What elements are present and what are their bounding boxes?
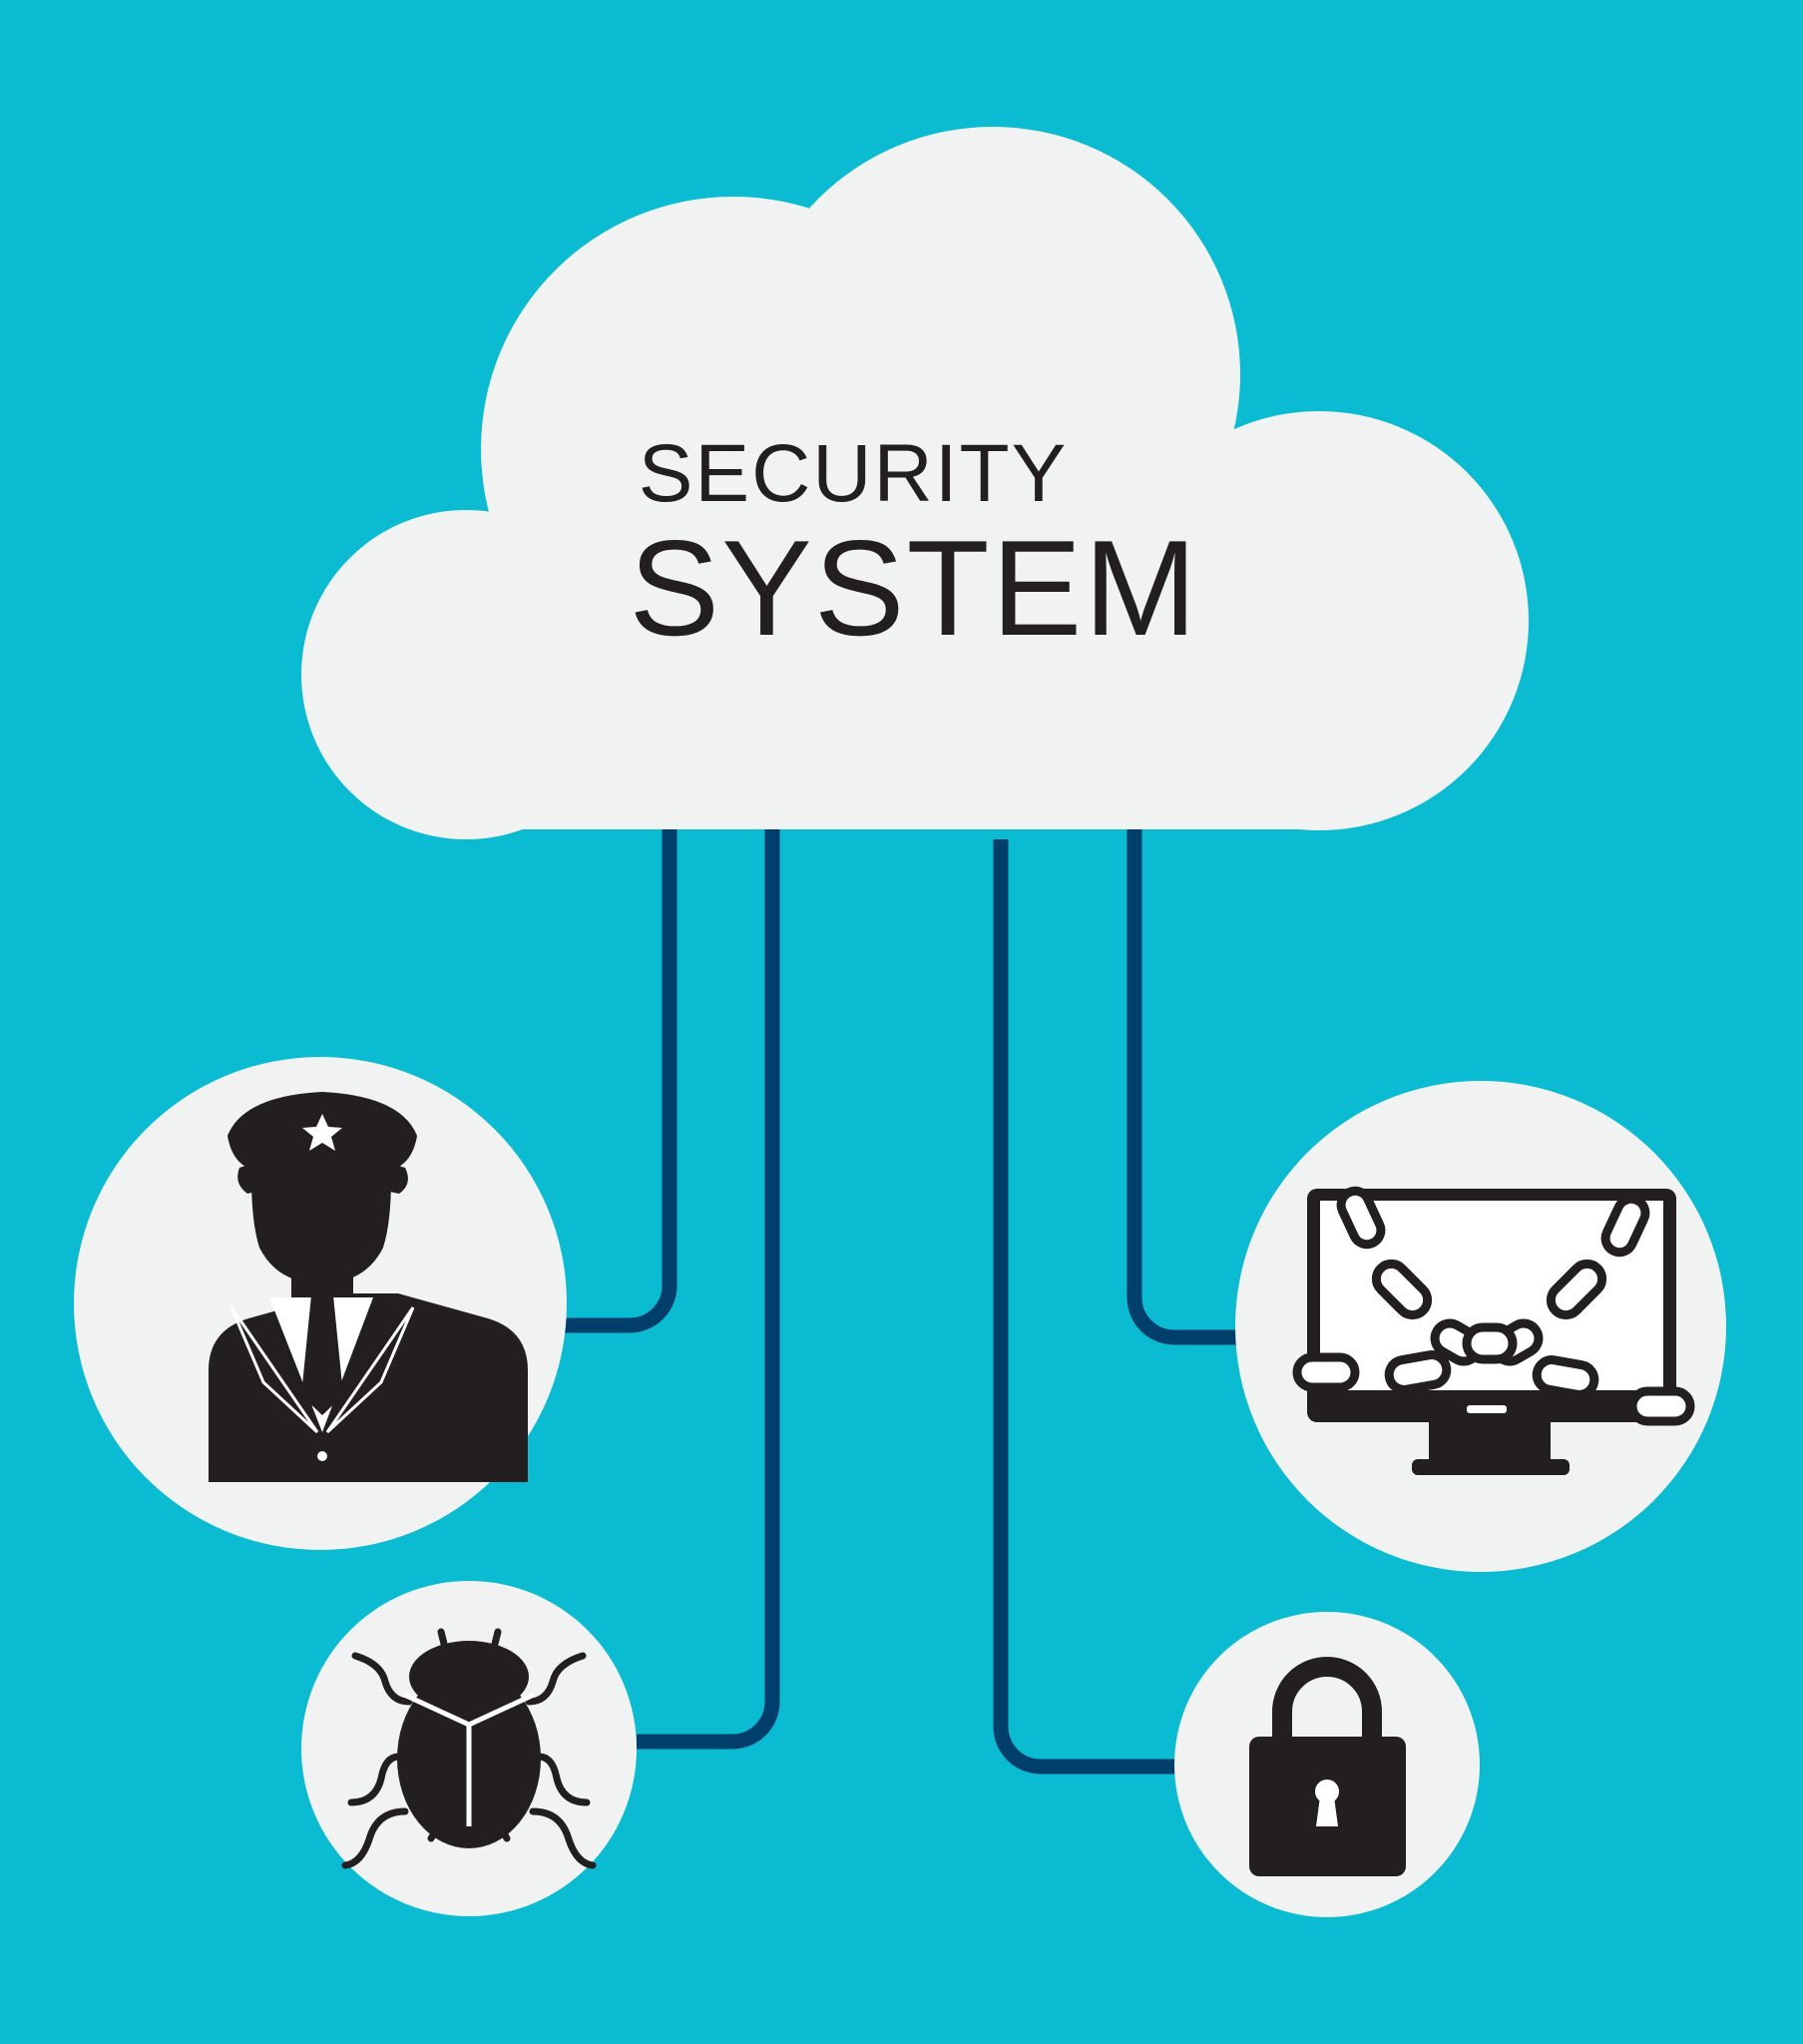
cloud-shape xyxy=(301,127,1529,839)
connector-guard xyxy=(564,826,677,1333)
connector-bug xyxy=(637,826,780,1750)
security-guard-icon xyxy=(209,1092,528,1482)
title-line-system: SYSTEM xyxy=(629,512,1198,664)
connector-monitor xyxy=(1127,826,1239,1345)
chained-monitor-icon xyxy=(1292,1186,1695,1475)
bug-icon xyxy=(341,1628,597,1869)
connectors xyxy=(564,826,1239,1775)
title-line-security: SECURITY xyxy=(639,428,1069,519)
padlock-icon xyxy=(1249,1657,1406,1876)
connector-lock xyxy=(993,839,1177,1775)
